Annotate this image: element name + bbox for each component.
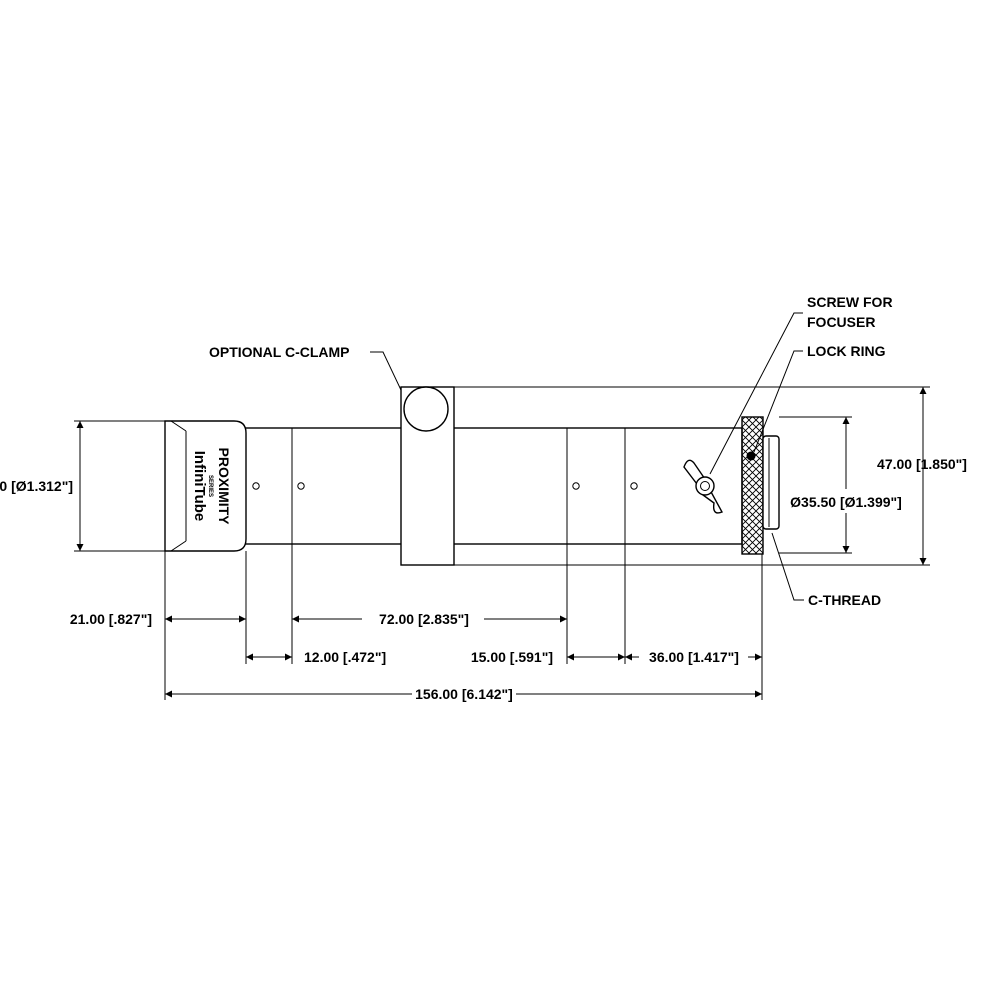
overall-height-label: 47.00 [1.850"] xyxy=(877,456,967,472)
extension-lines xyxy=(164,544,763,700)
front-cap xyxy=(164,420,247,552)
focuser-screw xyxy=(683,459,723,514)
brand-series: SERIES xyxy=(207,475,213,497)
lock-ring-label: LOCK RING xyxy=(807,343,886,359)
callout-c-thread: C-THREAD xyxy=(771,532,881,608)
front-cap-length-label: 21.00 [.827"] xyxy=(70,611,152,627)
dim-overall-length: 156.00 [6.142"] xyxy=(165,686,762,702)
dim-section-12: 12.00 [.472"] xyxy=(246,649,386,665)
c-clamp xyxy=(400,386,930,566)
section-15-label: 15.00 [.591"] xyxy=(471,649,553,665)
middle-section-label: 72.00 [2.835"] xyxy=(379,611,469,627)
optional-c-clamp-label: OPTIONAL C-CLAMP xyxy=(209,344,350,360)
brand-product: InfiniTube xyxy=(191,451,208,522)
section-12-label: 12.00 [.472"] xyxy=(304,649,386,665)
dim-front-cap-length: 21.00 [.827"] xyxy=(70,611,246,627)
callout-screw-for-focuser: SCREW FOR FOCUSER xyxy=(709,294,893,475)
front-diameter-label: Ø33.30 [Ø1.312"] xyxy=(0,478,73,494)
tube-body xyxy=(244,427,743,545)
dim-middle-section: 72.00 [2.835"] xyxy=(292,611,567,627)
section-36-label: 36.00 [1.417"] xyxy=(649,649,739,665)
dim-section-36: 36.00 [1.417"] xyxy=(625,649,762,665)
c-thread-label: C-THREAD xyxy=(808,592,881,608)
dim-front-diameter: Ø33.30 [Ø1.312"] xyxy=(0,420,165,552)
brand-name: PROXIMITY xyxy=(216,447,232,525)
dim-section-15: 15.00 [.591"] xyxy=(471,649,625,665)
brand-label: PROXIMITY SERIES InfiniTube xyxy=(191,447,232,525)
dim-rear-diameter: Ø35.50 [Ø1.399"] xyxy=(779,416,902,554)
callout-lock-ring: LOCK RING xyxy=(753,343,886,453)
overall-length-label: 156.00 [6.142"] xyxy=(415,686,513,702)
screw-for-focuser-label-line1: SCREW FOR xyxy=(807,294,893,310)
callout-optional-c-clamp: OPTIONAL C-CLAMP xyxy=(209,344,402,391)
rear-diameter-label: Ø35.50 [Ø1.399"] xyxy=(790,494,902,510)
c-thread xyxy=(762,435,780,530)
dim-overall-height: 47.00 [1.850"] xyxy=(877,387,967,565)
tube-holes xyxy=(252,482,638,490)
screw-for-focuser-label-line2: FOCUSER xyxy=(807,314,875,330)
